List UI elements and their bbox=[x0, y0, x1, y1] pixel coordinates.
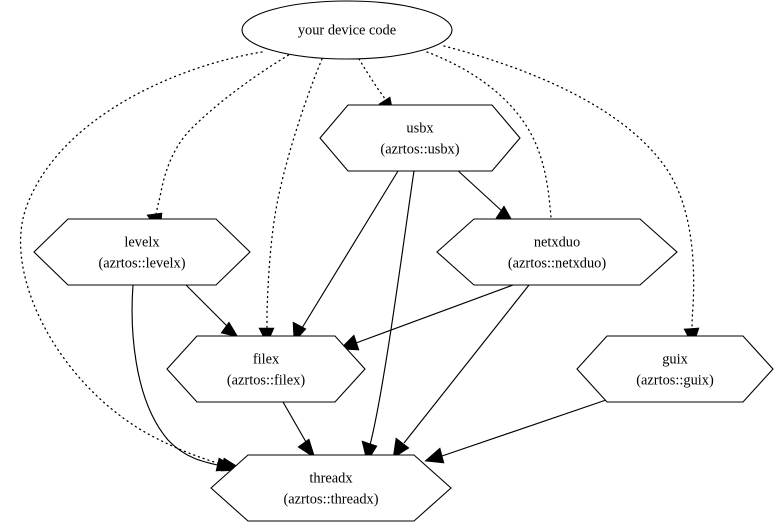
edge-levelx-to-filex bbox=[185, 284, 239, 338]
edge-usbx-to-netxduo bbox=[454, 167, 514, 223]
node-label-threadx-name: threadx bbox=[309, 470, 353, 486]
edge-netxduo-to-threadx bbox=[392, 284, 530, 459]
edge-device-to-usbx bbox=[358, 58, 394, 113]
edge-usbx-to-threadx bbox=[361, 170, 415, 463]
node-label-usbx-namespace: (azrtos::usbx) bbox=[380, 141, 459, 157]
node-guix[interactable]: guix (azrtos::guix) bbox=[576, 335, 774, 403]
node-label-threadx-namespace: (azrtos::threadx) bbox=[283, 491, 378, 507]
node-label-netxduo-name: netxduo bbox=[534, 234, 580, 250]
node-label-filex-namespace: (azrtos::filex) bbox=[227, 372, 306, 388]
node-levelx[interactable]: levelx (azrtos::levelx) bbox=[33, 218, 251, 286]
edge-levelx-to-threadx bbox=[131, 284, 239, 472]
node-usbx[interactable]: usbx (azrtos::usbx) bbox=[319, 104, 521, 172]
node-label-your-device-code: your device code bbox=[298, 22, 396, 38]
node-your-device-code[interactable]: your device code bbox=[241, 0, 453, 60]
edge-device-to-filex bbox=[258, 58, 323, 345]
edge-guix-to-threadx bbox=[424, 398, 610, 464]
node-label-netxduo-namespace: (azrtos::netxduo) bbox=[508, 255, 607, 271]
node-netxduo[interactable]: netxduo (azrtos::netxduo) bbox=[436, 218, 678, 286]
node-label-levelx-name: levelx bbox=[124, 234, 160, 250]
edge-netxduo-to-filex bbox=[339, 284, 514, 351]
node-threadx[interactable]: threadx (azrtos::threadx) bbox=[210, 454, 452, 522]
edge-device-to-guix bbox=[443, 45, 700, 347]
node-label-usbx-name: usbx bbox=[406, 120, 434, 136]
node-label-guix-name: guix bbox=[662, 351, 688, 367]
edge-device-to-levelx bbox=[146, 49, 298, 235]
node-label-filex-name: filex bbox=[253, 351, 280, 367]
node-label-guix-namespace: (azrtos::guix) bbox=[636, 372, 714, 388]
node-label-levelx-namespace: (azrtos::levelx) bbox=[98, 255, 185, 271]
edge-filex-to-threadx bbox=[282, 401, 316, 459]
edge-usbx-to-filex bbox=[292, 170, 399, 343]
node-filex[interactable]: filex (azrtos::filex) bbox=[166, 335, 366, 403]
